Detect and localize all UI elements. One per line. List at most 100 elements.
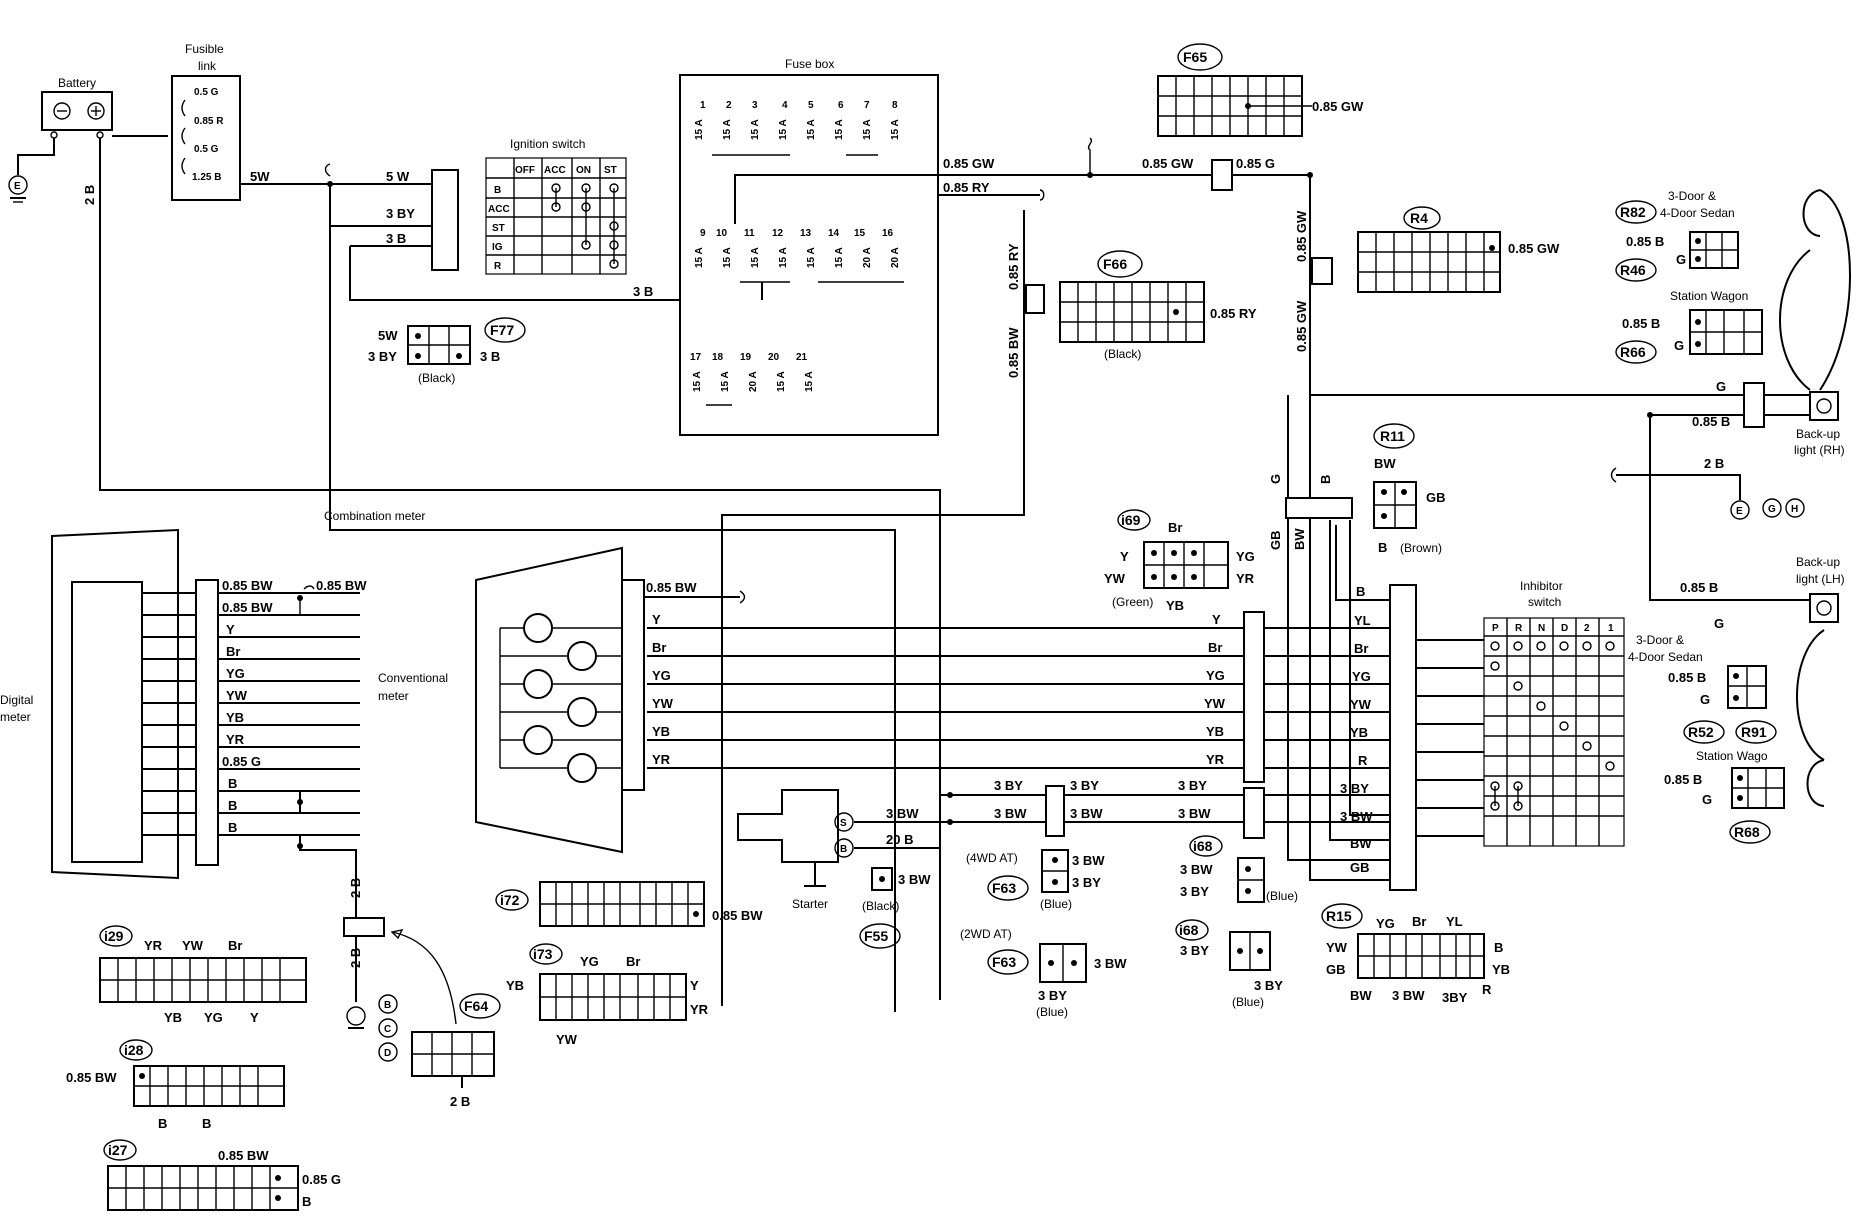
svg-text:9: 9 [700,228,706,239]
svg-text:Y: Y [226,622,235,637]
svg-text:i68: i68 [1193,838,1213,854]
i29-labels: YR YW Br YB YG Y [144,938,259,1025]
svg-text:YR: YR [144,938,163,953]
svg-text:3 B: 3 B [633,284,653,299]
svg-text:16: 16 [882,228,894,239]
svg-text:3 BY: 3 BY [1072,875,1101,890]
svg-text:0.85 RY: 0.85 RY [943,180,990,195]
svg-text:light (RH): light (RH) [1794,443,1845,457]
svg-text:H: H [1791,504,1798,515]
svg-text:YW: YW [1350,697,1372,712]
svg-text:YG: YG [652,668,671,683]
svg-text:0.85 B: 0.85 B [1680,580,1718,595]
svg-text:3 BW: 3 BW [1180,862,1213,877]
svg-text:B: B [1318,475,1333,484]
svg-text:D: D [1561,623,1568,634]
svg-text:15 A: 15 A [834,119,845,140]
svg-text:B: B [202,1116,211,1131]
svg-text:0.85 GW: 0.85 GW [1508,241,1560,256]
meter-gauges [499,613,622,783]
svg-text:YB: YB [164,1010,182,1025]
svg-text:R: R [494,261,502,272]
svg-text:ACC: ACC [488,204,510,215]
svg-text:YB: YB [1350,725,1368,740]
ground-e-icon [8,175,28,195]
svg-text:B: B [158,1116,167,1131]
svg-text:15 A: 15 A [778,119,789,140]
fuse-box [679,74,939,436]
svg-text:2 B: 2 B [348,878,363,898]
svg-text:0.85 BW: 0.85 BW [646,580,697,595]
svg-text:R11: R11 [1380,428,1405,444]
svg-text:B: B [228,820,237,835]
svg-text:YW: YW [182,938,204,953]
battery-minus-icon [53,102,71,120]
svg-text:3BY: 3BY [1442,990,1468,1005]
svg-text:10: 10 [716,228,728,239]
svg-text:Br: Br [1412,914,1426,929]
svg-text:20 A: 20 A [748,371,759,392]
svg-text:YW: YW [1326,940,1348,955]
svg-text:15 A: 15 A [692,371,703,392]
svg-text:YW: YW [1104,571,1126,586]
svg-text:15 A: 15 A [722,247,733,268]
svg-text:B: B [228,798,237,813]
svg-text:5W: 5W [250,169,270,184]
svg-text:0.85 G: 0.85 G [222,754,261,769]
svg-text:YG: YG [1376,916,1395,931]
svg-text:Y: Y [1120,549,1129,564]
svg-text:Br: Br [1354,641,1368,656]
svg-text:0.85 BW: 0.85 BW [222,600,273,615]
svg-text:2 B: 2 B [82,185,97,205]
svg-text:YW: YW [556,1032,578,1047]
inhibitor-switch-table: P R N D 2 1 [1483,617,1625,847]
svg-text:4-Door Sedan: 4-Door Sedan [1660,206,1735,220]
svg-text:GB: GB [1268,531,1283,551]
svg-text:(Black): (Black) [418,371,455,385]
svg-text:P: P [1492,623,1499,634]
svg-text:(Black): (Black) [1104,347,1141,361]
svg-text:15: 15 [854,228,866,239]
svg-text:15 A: 15 A [806,247,817,268]
svg-text:YG: YG [204,1010,223,1025]
ignition-connector [431,169,459,271]
digital-meter-panel [71,581,143,863]
svg-text:OFF: OFF [515,165,535,176]
svg-text:3 BY: 3 BY [1254,978,1283,993]
svg-text:3-Door &: 3-Door & [1636,633,1684,647]
svg-text:0.85 G: 0.85 G [302,1172,341,1187]
svg-text:0.85 G: 0.85 G [1236,156,1275,171]
svg-text:YG: YG [1236,549,1255,564]
svg-text:i28: i28 [124,1042,144,1058]
connector-r4 [1357,231,1501,293]
svg-text:13: 13 [800,228,812,239]
battery-label: Battery [58,76,96,90]
svg-text:14: 14 [828,228,840,239]
svg-text:20: 20 [768,352,780,363]
svg-text:ON: ON [576,165,591,176]
svg-text:B: B [840,844,847,855]
svg-text:YB: YB [226,710,244,725]
svg-text:ACC: ACC [544,165,566,176]
svg-text:15 A: 15 A [806,119,817,140]
svg-text:2 B: 2 B [450,1094,470,1109]
svg-text:3: 3 [752,100,758,111]
svg-text:i68: i68 [1179,922,1199,938]
svg-text:Back-up: Back-up [1796,555,1840,569]
svg-text:B: B [228,776,237,791]
svg-text:8: 8 [892,100,898,111]
starter-motor [737,789,839,863]
svg-text:0.85 B: 0.85 B [1664,772,1702,787]
svg-text:15 A: 15 A [778,247,789,268]
svg-text:15 A: 15 A [776,371,787,392]
svg-text:YG: YG [1352,669,1371,684]
svg-text:YG: YG [580,954,599,969]
svg-text:Y: Y [1212,612,1221,627]
svg-text:YG: YG [226,666,245,681]
backup-light-rh [1809,391,1839,421]
mid-wire-bundle: Y Br YG YW YB YR 3 BY 3 BY 3 BY 3 BW 3 B… [647,611,1390,839]
